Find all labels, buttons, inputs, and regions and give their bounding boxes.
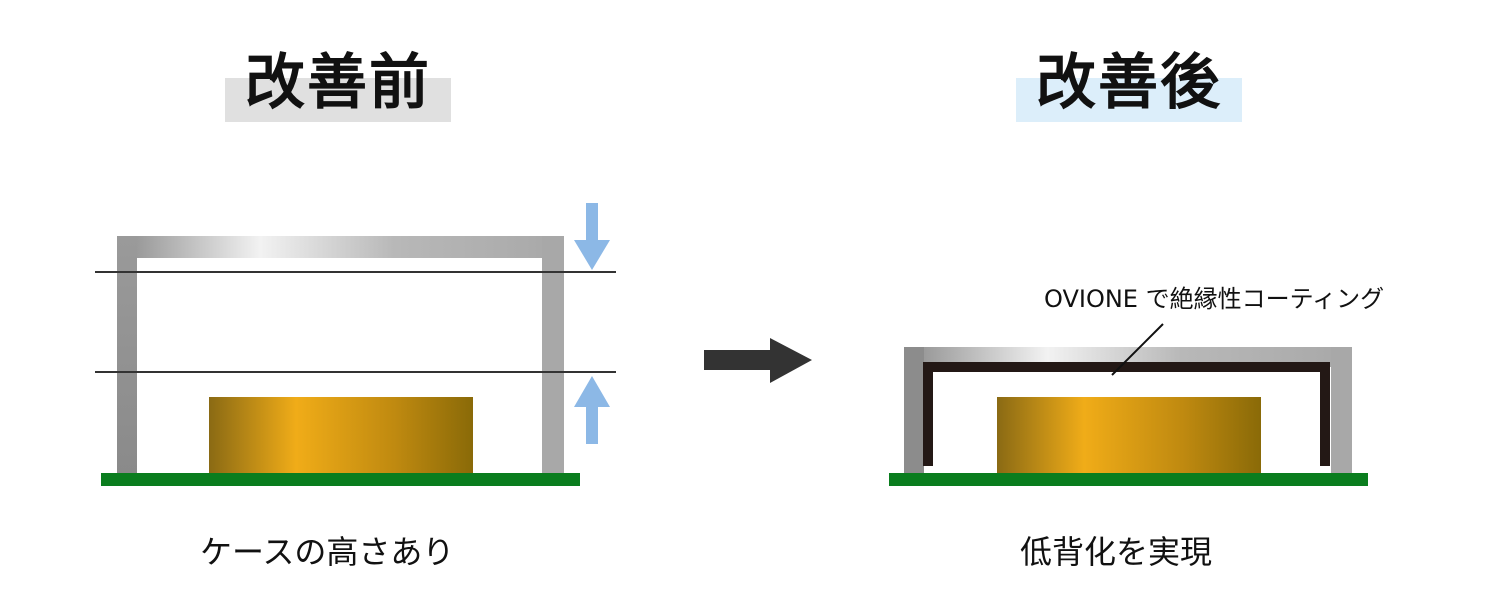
before-component	[209, 397, 473, 476]
annotation-leader-line	[1111, 323, 1164, 376]
before-case-left-wall	[117, 236, 137, 476]
before-case-top	[117, 236, 564, 258]
after-circuit-board	[889, 473, 1368, 486]
after-insulating-coating	[923, 362, 1330, 466]
before-circuit-board	[101, 473, 580, 486]
arrow-up-icon	[574, 376, 610, 444]
after-case-left-wall	[904, 347, 924, 476]
after-caption: 低背化を実現	[1020, 533, 1213, 571]
after-assembly	[889, 323, 1368, 486]
after-title-highlight: 改善後	[1016, 48, 1242, 122]
before-assembly	[95, 203, 616, 486]
after-component	[997, 397, 1261, 476]
before-title-highlight: 改善前	[225, 48, 451, 122]
after-case-right-wall	[1331, 347, 1352, 476]
after-title: 改善後	[1036, 48, 1222, 118]
before-caption: ケースの高さあり	[200, 533, 455, 571]
before-case-right-wall	[542, 236, 564, 476]
before-title: 改善前	[245, 48, 431, 118]
arrow-right-icon	[704, 338, 812, 383]
arrow-down-icon	[574, 203, 610, 270]
coating-annotation: OVIONE で絶縁性コーティング	[1044, 285, 1385, 313]
